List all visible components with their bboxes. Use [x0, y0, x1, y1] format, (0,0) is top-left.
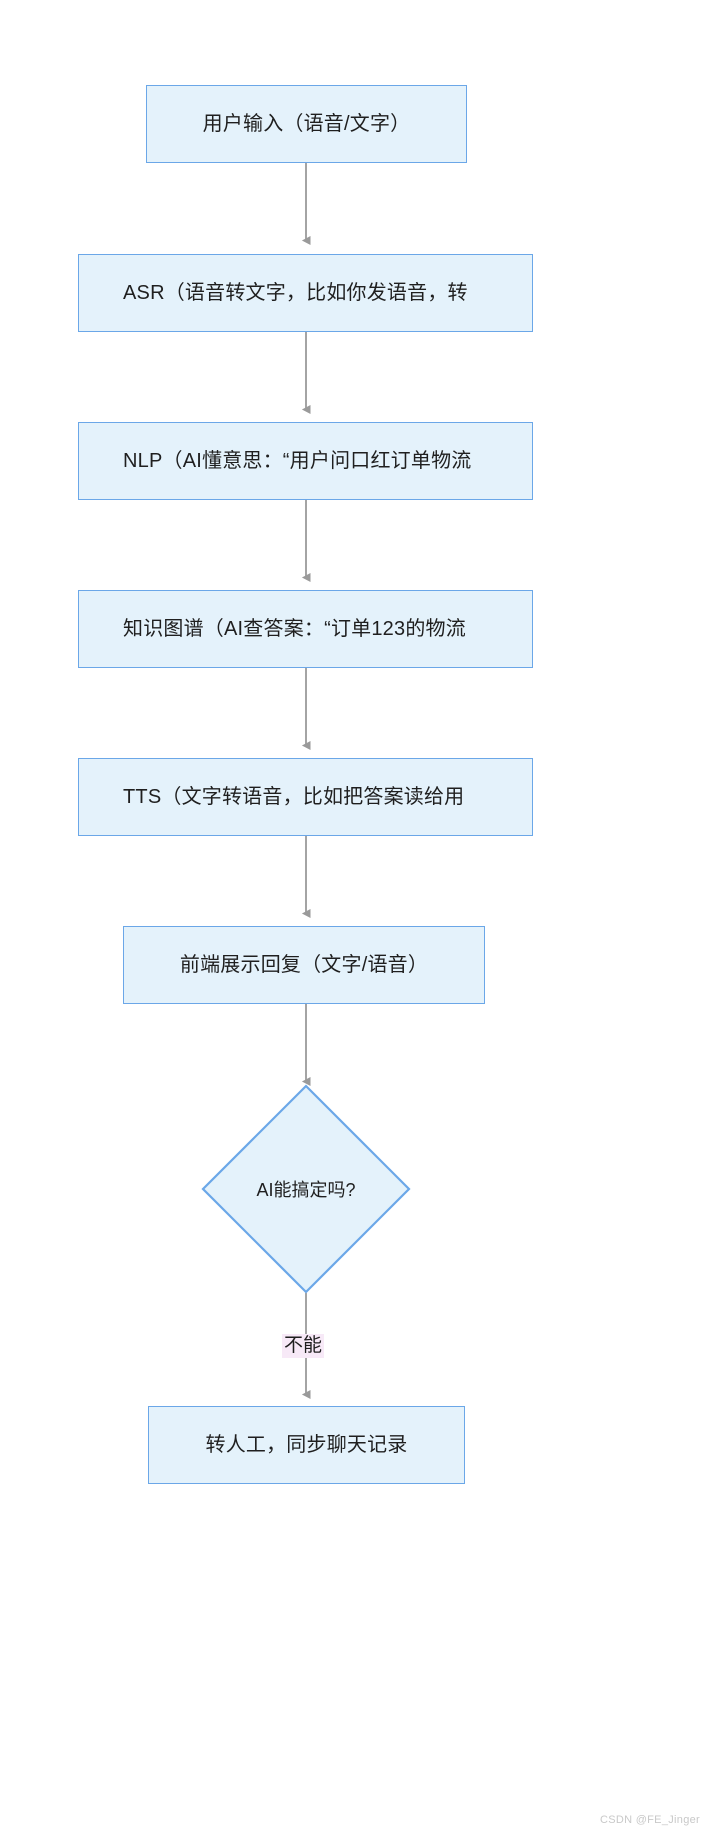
node-asr-label: ASR（语音转文字，比如你发语音，转	[123, 282, 468, 304]
diamond-shape	[201, 1084, 411, 1294]
node-tts-label: TTS（文字转语音，比如把答案读给用	[123, 786, 465, 808]
node-decision-label: AI能搞定吗?	[256, 1180, 356, 1200]
node-nlp[interactable]: NLP（AI懂意思：“用户问口红订单物流	[78, 422, 533, 500]
node-frontend-reply-label: 前端展示回复（文字/语音）	[179, 954, 429, 976]
node-transfer-to-human-label: 转人工，同步聊天记录	[205, 1434, 408, 1456]
node-user-input-label: 用户输入（语音/文字）	[202, 113, 411, 135]
node-tts[interactable]: TTS（文字转语音，比如把答案读给用	[78, 758, 533, 836]
node-transfer-to-human[interactable]: 转人工，同步聊天记录	[148, 1406, 465, 1484]
node-asr[interactable]: ASR（语音转文字，比如你发语音，转	[78, 254, 533, 332]
node-knowledge-graph[interactable]: 知识图谱（AI查答案：“订单123的物流	[78, 590, 533, 668]
watermark: CSDN @FE_Jinger	[599, 1814, 700, 1826]
edge-label-cannot: 不能	[282, 1334, 325, 1358]
node-knowledge-graph-label: 知识图谱（AI查答案：“订单123的物流	[123, 618, 466, 640]
node-user-input[interactable]: 用户输入（语音/文字）	[146, 85, 467, 163]
node-frontend-reply[interactable]: 前端展示回复（文字/语音）	[123, 926, 485, 1004]
node-nlp-label: NLP（AI懂意思：“用户问口红订单物流	[123, 450, 472, 472]
node-decision-ai-capable[interactable]: AI能搞定吗?	[201, 1084, 411, 1294]
